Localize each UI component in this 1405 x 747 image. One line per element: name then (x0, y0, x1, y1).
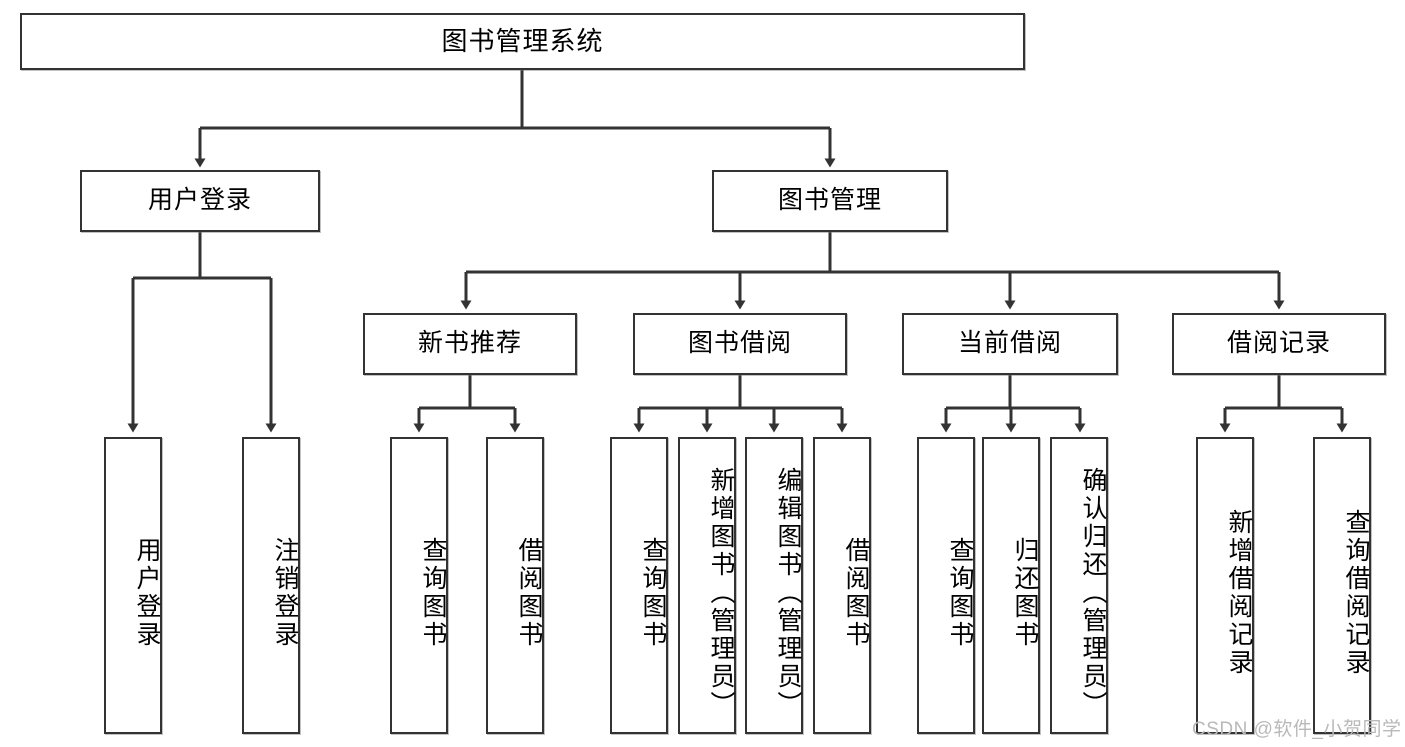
leaf-borrow-record-query-record[interactable]: 查询借阅记录 (1313, 437, 1371, 734)
node-borrow-record[interactable]: 借阅记录 (1172, 313, 1386, 375)
node-label: 查询借阅记录 (1342, 508, 1370, 677)
leaf-book-borrow-edit-book[interactable]: 编辑图书（管理员） (745, 437, 803, 734)
leaf-current-borrow-return-book[interactable]: 归还图书 (982, 437, 1040, 734)
node-label: 新书推荐 (417, 329, 522, 358)
leaf-book-borrow-borrow-book[interactable]: 借阅图书 (813, 437, 871, 734)
leaf-user-login-logout[interactable]: 注销登录 (242, 437, 300, 734)
node-label: 图书管理 (777, 186, 882, 215)
node-label: 借阅图书 (842, 536, 870, 649)
leaf-book-borrow-add-book[interactable]: 新增图书（管理员） (678, 437, 736, 734)
node-label: 查询图书 (639, 536, 667, 649)
leaf-current-borrow-confirm-return[interactable]: 确认归还（管理员） (1050, 437, 1108, 734)
watermark-text: CSDN @软件_小贺同学 (1192, 719, 1402, 740)
node-label: 归还图书 (1011, 536, 1039, 649)
node-label: 查询图书 (946, 536, 974, 649)
node-current-borrow[interactable]: 当前借阅 (902, 313, 1118, 375)
leaf-new-book-borrow-book[interactable]: 借阅图书 (486, 437, 544, 734)
node-new-book-recommend[interactable]: 新书推荐 (363, 313, 577, 375)
node-label: 注销登录 (271, 536, 299, 649)
node-label: 图书管理系统 (441, 26, 604, 57)
leaf-current-borrow-query-book[interactable]: 查询图书 (917, 437, 975, 734)
node-label: 确认归还（管理员） (1079, 466, 1107, 719)
node-book-management[interactable]: 图书管理 (712, 170, 948, 232)
node-label: 新增图书（管理员） (707, 466, 735, 719)
node-label: 借阅图书 (515, 536, 543, 649)
leaf-book-borrow-query-book[interactable]: 查询图书 (610, 437, 668, 734)
node-label: 编辑图书（管理员） (774, 466, 802, 719)
node-label: 图书借阅 (687, 329, 792, 358)
leaf-user-login-login[interactable]: 用户登录 (104, 437, 162, 734)
leaf-new-book-query-book[interactable]: 查询图书 (390, 437, 448, 734)
node-root-system[interactable]: 图书管理系统 (20, 13, 1025, 70)
node-label: 借阅记录 (1226, 329, 1331, 358)
node-label: 当前借阅 (957, 329, 1062, 358)
leaf-borrow-record-add-record[interactable]: 新增借阅记录 (1196, 437, 1254, 734)
node-label: 查询图书 (419, 536, 447, 649)
node-label: 用户登录 (133, 536, 161, 649)
node-book-borrow[interactable]: 图书借阅 (633, 313, 847, 375)
node-user-login[interactable]: 用户登录 (80, 170, 320, 232)
node-label: 新增借阅记录 (1225, 508, 1253, 677)
node-label: 用户登录 (147, 186, 252, 215)
